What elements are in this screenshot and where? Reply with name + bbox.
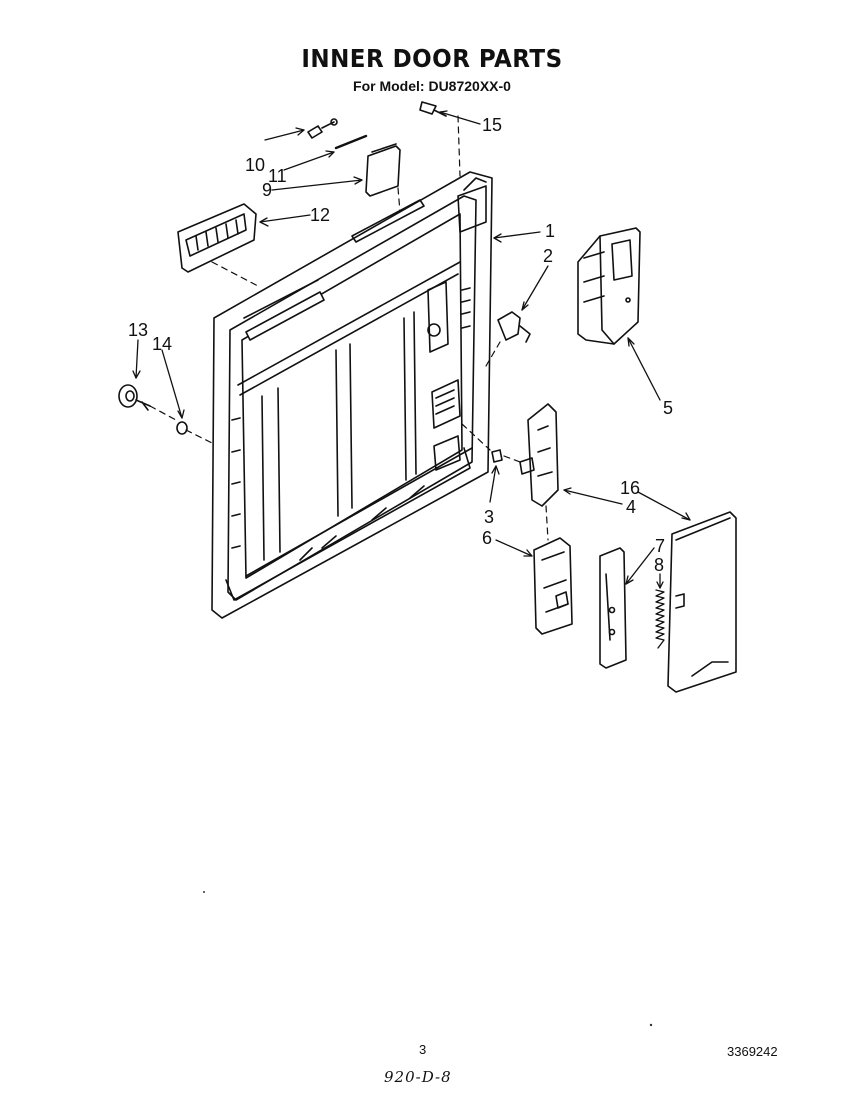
part-13-knob [118,384,151,411]
callout-6: 6 [482,528,492,548]
callout-10: 10 [245,155,265,175]
callout-2: 2 [543,246,553,266]
part-9-lid [365,143,401,197]
part-8-spring [655,589,665,649]
leader-lines [132,110,691,589]
scan-specks [203,891,653,1027]
alignment-lines [149,115,549,541]
page-number: 3 [419,1042,427,1057]
callout-13: 13 [128,320,148,340]
callout-3: 3 [484,507,494,527]
part-2-clip [497,311,531,343]
handwritten-note: 920-D-8 [384,1068,452,1086]
part-6-slide [533,537,573,635]
page-title: INNER DOOR PARTS [301,44,563,73]
callout-9: 9 [262,180,272,200]
callout-16: 16 [620,478,640,498]
callout-15: 15 [482,115,502,135]
callout-12: 12 [310,205,330,225]
callout-14: 14 [152,334,172,354]
callout-5: 5 [663,398,673,418]
model-subtitle: For Model: DU8720XX-0 [353,78,511,94]
inner-door-panel [211,171,493,619]
document-number: 3369242 [727,1044,778,1059]
part-5-dispenser [577,227,641,345]
part-10-screw [307,118,338,139]
callout-11: 11 [268,166,287,186]
part-7-lever [599,547,627,669]
callout-7: 7 [655,536,665,556]
callout-8: 8 [654,555,664,575]
callout-1: 1 [545,221,555,241]
part-11-rod [334,134,368,150]
part-4-latch [519,403,559,507]
part-3-clip [491,449,503,463]
part-14-washer [176,421,188,435]
callout-4: 4 [626,497,636,517]
part-12-handle [177,203,257,273]
callout-labels: 1 2 3 4 5 6 7 8 9 10 11 12 13 14 15 16 [128,115,673,575]
part-16-cover [667,511,737,693]
